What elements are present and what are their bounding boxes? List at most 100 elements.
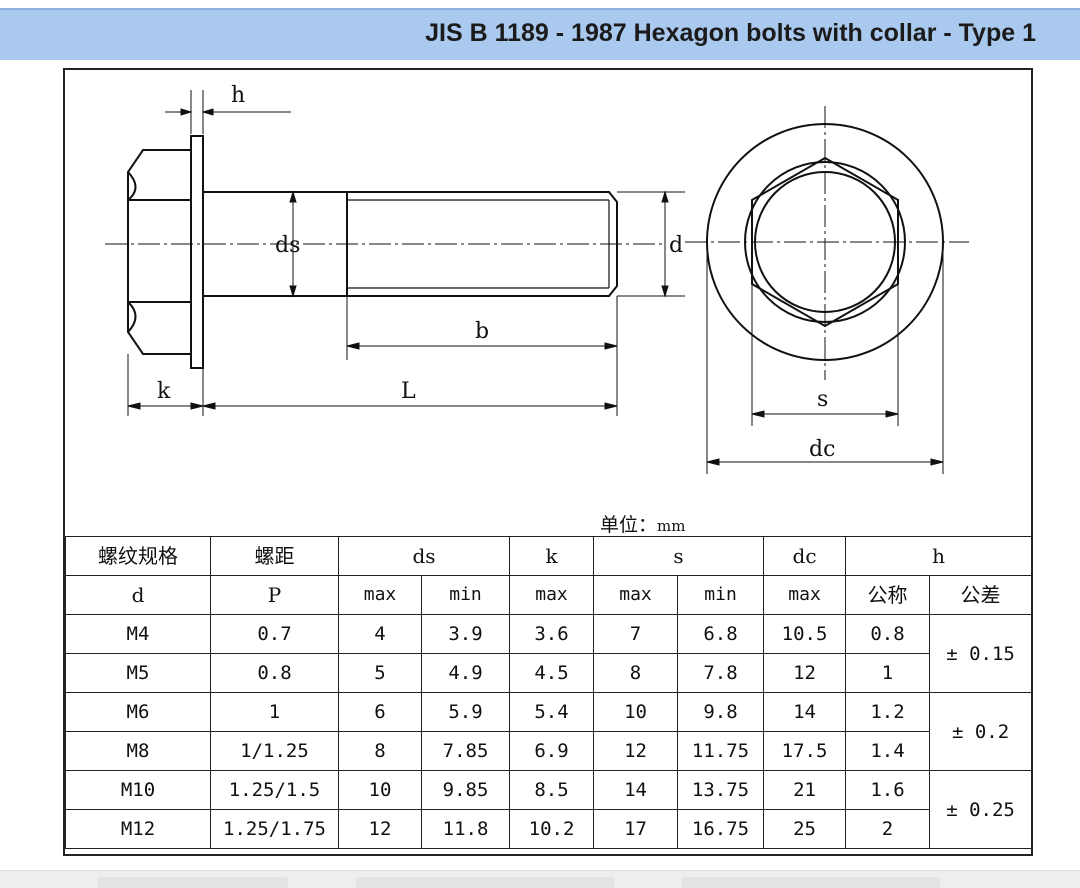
- label-ds: ds: [275, 233, 300, 258]
- cell-k: 5.4: [509, 692, 595, 732]
- title-bar: JIS B 1189 - 1987 Hexagon bolts with col…: [0, 8, 1080, 60]
- unit-value: mm: [657, 517, 686, 535]
- cell-h-nominal: 1.4: [845, 731, 931, 771]
- subheader-k-max: max: [509, 575, 595, 615]
- subheader-P: P: [210, 575, 339, 615]
- header-h: h: [845, 536, 1033, 576]
- table-header-row: 螺纹规格 螺距 ds k s dc h: [65, 536, 1033, 576]
- header-s: s: [593, 536, 765, 576]
- header-k: k: [509, 536, 595, 576]
- cell-h-nominal: 2: [845, 809, 931, 849]
- cell-ds-max: 6: [338, 692, 422, 732]
- cell-ds-min: 3.9: [420, 614, 511, 654]
- label-dc: dc: [809, 437, 835, 462]
- bolt-drawing: h ds d b k L s dc: [105, 83, 969, 474]
- cell-dc: 21: [763, 770, 847, 810]
- cell-s-max: 17: [593, 809, 679, 849]
- cell-pitch: 0.7: [210, 614, 339, 654]
- cell-ds-min: 11.8: [420, 809, 511, 849]
- cell-dc: 14: [763, 692, 847, 732]
- cell-d: M8: [65, 731, 211, 771]
- subheader-ds-max: max: [338, 575, 422, 615]
- label-b: b: [475, 319, 489, 344]
- table-row: M12 1.25/1.75 12 11.8 10.2 17 16.75 25 2: [65, 809, 1032, 849]
- cell-dc: 25: [763, 809, 847, 849]
- cell-s-max: 14: [593, 770, 679, 810]
- cell-h-tolerance: ± 0.2: [929, 692, 1033, 771]
- subheader-h-nominal: 公称: [845, 575, 931, 615]
- cell-k: 8.5: [509, 770, 595, 810]
- cell-k: 10.2: [509, 809, 595, 849]
- cell-ds-max: 12: [338, 809, 422, 849]
- cell-d: M5: [65, 653, 211, 693]
- cell-pitch: 1/1.25: [210, 731, 339, 771]
- subheader-d: d: [65, 575, 211, 615]
- label-s: s: [817, 387, 828, 412]
- table-subheader-row: d P max min max max min max 公称 公差: [65, 575, 1033, 615]
- cell-s-min: 9.8: [677, 692, 765, 732]
- cell-k: 3.6: [509, 614, 595, 654]
- cell-pitch: 1.25/1.75: [210, 809, 339, 849]
- cell-ds-max: 8: [338, 731, 422, 771]
- cell-s-max: 12: [593, 731, 679, 771]
- bottom-tab-2[interactable]: [356, 877, 614, 888]
- cell-k: 4.5: [509, 653, 595, 693]
- cell-d: M10: [65, 770, 211, 810]
- subheader-s-min: min: [677, 575, 765, 615]
- unit-label: 单位：mm: [600, 510, 685, 537]
- header-ds: ds: [337, 536, 511, 576]
- cell-ds-max: 5: [338, 653, 422, 693]
- cell-d: M4: [65, 614, 211, 654]
- subheader-h-tolerance: 公差: [929, 575, 1033, 615]
- page-title: JIS B 1189 - 1987 Hexagon bolts with col…: [425, 19, 1036, 47]
- label-h: h: [231, 83, 245, 108]
- header-dc: dc: [763, 536, 847, 576]
- cell-ds-min: 4.9: [420, 653, 511, 693]
- label-k: k: [157, 379, 171, 404]
- bottom-tab-1[interactable]: [98, 877, 288, 888]
- datasheet-frame: h ds d b k L s dc 单位：mm 螺纹规格 螺距 ds k s d…: [63, 68, 1033, 856]
- spec-table: 螺纹规格 螺距 ds k s dc h d P max min max max …: [65, 536, 1033, 849]
- table-row: M10 1.25/1.5 10 9.85 8.5 14 13.75 21 1.6…: [65, 770, 1033, 849]
- cell-ds-min: 7.85: [420, 731, 511, 771]
- cell-dc: 17.5: [763, 731, 847, 771]
- header-thread-spec: 螺纹规格: [65, 536, 211, 576]
- bolt-head-side: [127, 149, 192, 355]
- cell-d: M12: [65, 809, 211, 849]
- cell-h-nominal: 1.2: [845, 692, 931, 732]
- cell-ds-max: 4: [338, 614, 422, 654]
- header-pitch: 螺距: [210, 536, 339, 576]
- cell-h-nominal: 1: [845, 653, 931, 693]
- cell-k: 6.9: [509, 731, 595, 771]
- cell-d: M6: [65, 692, 211, 732]
- cell-pitch: 0.8: [210, 653, 339, 693]
- cell-dc: 10.5: [763, 614, 847, 654]
- cell-s-min: 6.8: [677, 614, 765, 654]
- cell-s-min: 13.75: [677, 770, 765, 810]
- cell-s-min: 16.75: [677, 809, 765, 849]
- subheader-ds-min: min: [420, 575, 511, 615]
- table-row: M6 1 6 5.9 5.4 10 9.8 14 1.2 ± 0.2: [65, 692, 1033, 771]
- label-d: d: [669, 233, 683, 258]
- subheader-dc-max: max: [763, 575, 847, 615]
- cell-h-tolerance: ± 0.15: [929, 614, 1033, 693]
- cell-s-min: 11.75: [677, 731, 765, 771]
- bolt-collar: [190, 135, 204, 369]
- cell-dc: 12: [763, 653, 847, 693]
- cell-ds-max: 10: [338, 770, 422, 810]
- table-row: M4 0.7 4 3.9 3.6 7 6.8 10.5 0.8 ± 0.15: [65, 614, 1033, 693]
- bottom-tab-3[interactable]: [682, 877, 940, 888]
- subheader-s-max: max: [593, 575, 679, 615]
- cell-s-max: 10: [593, 692, 679, 732]
- cell-s-max: 7: [593, 614, 679, 654]
- cell-h-tolerance: ± 0.25: [929, 770, 1033, 849]
- unit-label-text: 单位：: [600, 514, 658, 536]
- cell-h-nominal: 1.6: [845, 770, 931, 810]
- cell-pitch: 1.25/1.5: [210, 770, 339, 810]
- label-L: L: [401, 379, 416, 404]
- cell-s-min: 7.8: [677, 653, 765, 693]
- cell-s-max: 8: [593, 653, 679, 693]
- table-row: M5 0.8 5 4.9 4.5 8 7.8 12 1: [65, 653, 1032, 693]
- cell-ds-min: 5.9: [420, 692, 511, 732]
- cell-ds-min: 9.85: [420, 770, 511, 810]
